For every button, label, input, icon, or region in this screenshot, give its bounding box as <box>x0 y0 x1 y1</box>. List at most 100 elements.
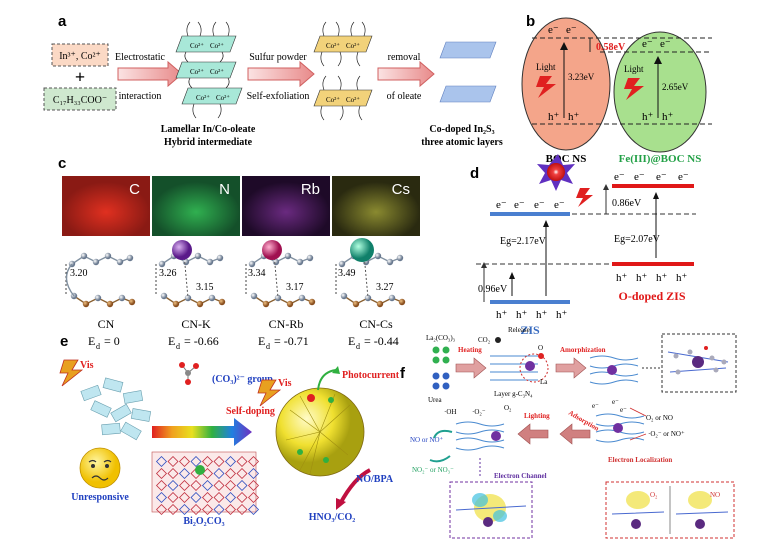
e-f3: e⁻ <box>620 406 627 414</box>
top-atom <box>194 252 202 260</box>
bottom-atom <box>308 298 316 306</box>
vis-e1: Vis <box>80 360 94 371</box>
co-label-3: Co²⁺ <box>190 68 204 76</box>
h-b2: h⁺ <box>568 111 580 123</box>
intercalant-atom <box>172 240 192 260</box>
top-atom <box>80 252 88 260</box>
bottom-atom <box>196 300 204 308</box>
top-atom <box>104 252 112 260</box>
co-label-1: Co²⁺ <box>190 42 204 50</box>
photocurrent-arrow <box>317 369 337 391</box>
e-d2: e⁻ <box>514 199 525 211</box>
struct-name-rb: CN-Rb <box>269 317 304 331</box>
map-label-cs: Cs <box>392 181 410 198</box>
exfoliated-layers: Co²⁺ Co²⁺ Co²⁺ Co²⁺ <box>313 21 373 121</box>
lattice-cell <box>236 503 248 516</box>
lattice-cell <box>224 479 237 492</box>
bottom-atom <box>208 294 216 302</box>
e-b3: e⁻ <box>642 38 653 50</box>
ions-box <box>51 43 109 67</box>
h-b4: h⁺ <box>662 111 674 123</box>
top-atom <box>92 258 100 266</box>
e-d6: e⁻ <box>634 171 645 183</box>
lightning-icon-e1 <box>59 359 84 387</box>
o2-no-rad-label: ·O₂⁻ or NO⁺ <box>648 430 685 438</box>
top-atom <box>306 254 314 262</box>
bottom-atom <box>286 300 294 308</box>
lattice-cell <box>201 467 214 480</box>
ed-value-cs: = -0.44 <box>364 334 399 348</box>
o-label: O <box>538 344 543 352</box>
ed-sub-cn: d <box>96 342 100 351</box>
caption-intermediate-2: Hybrid intermediate <box>164 137 253 148</box>
bottom-atom <box>262 300 270 308</box>
la-atom-3 <box>613 423 623 433</box>
layer-label: Layer g-C₃N₄ <box>494 390 533 398</box>
group-label: (CO₃)²⁻ group <box>212 374 273 385</box>
bottom-atom <box>218 298 226 306</box>
co-label-6: Co²⁺ <box>216 94 230 102</box>
electron-localization-label: Electron Localization <box>608 456 672 464</box>
lattice-cell <box>236 455 248 468</box>
step3-line2: of oleate <box>387 91 422 102</box>
unresponsive-label: Unresponsive <box>71 492 129 503</box>
channel-layers <box>455 421 505 451</box>
lattice-cell <box>155 503 168 516</box>
photocurrent-label: Photocurrent <box>342 370 400 381</box>
product-sheet-1 <box>439 41 497 59</box>
top-atom <box>374 252 382 260</box>
top-atom <box>396 254 404 262</box>
cn-curl <box>65 263 75 297</box>
co2-dot <box>495 337 501 343</box>
top-atom <box>216 254 224 262</box>
la-atom <box>525 361 535 371</box>
arrow-step3 <box>377 60 435 88</box>
lattice-cell <box>167 467 179 480</box>
lattice-cell <box>167 455 179 468</box>
lattice-cell <box>224 491 237 504</box>
caption-product-1: Co-doped In₂S₃ <box>429 124 494 135</box>
struct-name-k: CN-K <box>181 317 211 331</box>
ions-label: In³⁺, Co²⁺ <box>59 51 101 62</box>
flake-cluster <box>80 377 152 441</box>
oleate-label: C₁₇H₃₃COO⁻ <box>53 95 107 106</box>
offset-d2: 0.96eV <box>478 284 508 295</box>
bottom-atom <box>128 298 136 306</box>
h-d6: h⁺ <box>636 272 648 284</box>
lattice-cell <box>178 503 191 516</box>
la-highlight <box>519 353 549 383</box>
map-c <box>62 176 150 236</box>
lattice-cell <box>213 455 225 468</box>
map-n <box>152 176 240 236</box>
lamellar-stack: Co²⁺ Co²⁺ Co²⁺ Co²⁺ Co²⁺ Co²⁺ <box>175 21 243 119</box>
boc-ellipse <box>521 17 611 151</box>
intercalant-atom <box>350 238 374 262</box>
bottom-atom <box>398 298 406 306</box>
material-label: Bi₂O₂CO₃ <box>183 516 224 527</box>
lattice-cell <box>155 455 168 468</box>
step2-line2: Self-exfoliation <box>247 91 310 102</box>
lattice-cell <box>247 479 260 492</box>
bottom-atom <box>388 294 396 302</box>
no2-arrow <box>429 455 451 463</box>
co2-label: CO₂ <box>478 336 491 344</box>
lattice-cell <box>213 467 225 480</box>
top-atom <box>284 252 292 260</box>
inset-top-atoms <box>667 346 729 375</box>
plus-sign: + <box>75 67 85 87</box>
ed-sub-rb: d <box>266 342 270 351</box>
lightning-icon-e2 <box>257 379 282 407</box>
e-d1: e⁻ <box>496 199 507 211</box>
ed-label-cs: E <box>348 334 355 348</box>
lighting-label: Lighting <box>524 412 550 420</box>
ed-sub-k: d <box>176 342 180 351</box>
height-k-1: 3.26 <box>159 268 177 279</box>
bottom-atom <box>172 300 180 308</box>
e-d7: e⁻ <box>656 171 667 183</box>
bottom-atom <box>250 292 258 300</box>
lattice-cell <box>201 455 214 468</box>
lattice-cell <box>247 455 260 468</box>
panel-a: a In³⁺, Co²⁺ + C₁₇H₃₃COO⁻ Electrostatic … <box>43 13 503 148</box>
intercalant-atom <box>262 240 282 260</box>
